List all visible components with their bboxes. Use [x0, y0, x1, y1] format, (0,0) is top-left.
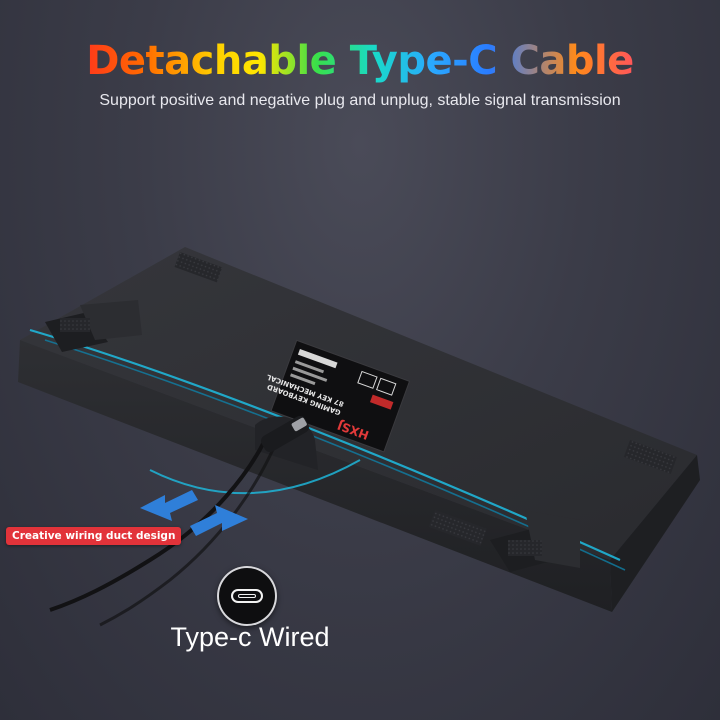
port-type-label: Type-c Wired: [170, 622, 330, 652]
keyboard-front-edge: [18, 340, 612, 612]
subheadline: Support positive and negative plug and u…: [99, 92, 621, 109]
headline: Detachable Type-C Cable: [0, 38, 720, 84]
usb-c-cable: [49, 415, 309, 627]
rubber-foot: [174, 251, 223, 283]
folding-stand-right: [490, 510, 580, 572]
folding-stand-left: [45, 300, 142, 352]
arrow-right-icon: [190, 505, 248, 536]
usb-c-port-icon: [217, 566, 277, 626]
rubber-foot: [623, 439, 677, 475]
keyboard-side-edge: [610, 455, 700, 612]
wiring-duct-callout: Creative wiring duct design: [6, 527, 182, 545]
arrow-left-icon: [140, 490, 198, 521]
rubber-foot: [428, 509, 487, 546]
product-sticker: 87 KEY MECHANICAL GAMING KEYBOARD HXSJ: [265, 339, 411, 453]
